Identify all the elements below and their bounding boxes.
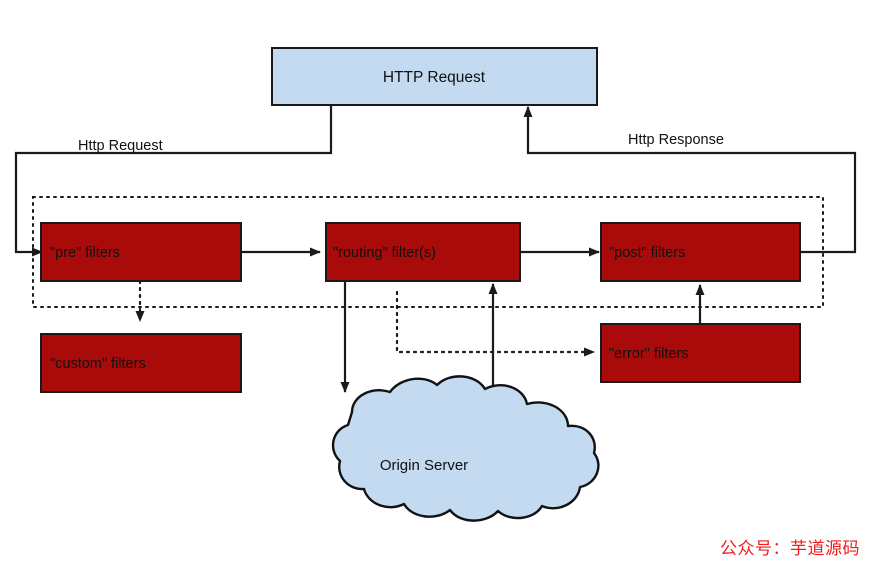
- error-filters-label: "error" filters: [609, 346, 689, 362]
- watermark: 公众号：芋道源码: [720, 539, 860, 558]
- node-pre-filters[interactable]: "pre" filters: [40, 222, 242, 282]
- custom-filters-label: "custom" filters: [50, 356, 146, 372]
- node-error-filters[interactable]: "error" filters: [600, 323, 801, 383]
- pre-filters-box[interactable]: [40, 222, 242, 282]
- routing-filters-box[interactable]: [325, 222, 521, 282]
- node-origin-server[interactable]: Origin Server: [331, 375, 600, 522]
- node-routing-filters[interactable]: "routing" filter(s): [325, 222, 521, 282]
- edge-post-to-http-response: [523, 106, 857, 254]
- node-post-filters[interactable]: "post" filters: [600, 222, 801, 282]
- error-filters-box[interactable]: [600, 323, 801, 383]
- post-filters-label: "post" filters: [609, 245, 685, 261]
- origin-server-label: Origin Server: [380, 457, 468, 474]
- custom-filters-box[interactable]: [40, 333, 242, 393]
- node-http-request[interactable]: HTTP Request: [271, 47, 598, 106]
- node-custom-filters[interactable]: "custom" filters: [40, 333, 242, 393]
- routing-filters-label: "routing" filter(s): [333, 245, 436, 261]
- edge-routing-to-error: [395, 290, 596, 357]
- http-request-box[interactable]: [271, 47, 598, 106]
- edge-http-request-to-pre: [14, 105, 333, 257]
- post-filters-box[interactable]: [600, 222, 801, 282]
- edge-label-http-request: Http Request: [78, 138, 163, 154]
- pre-filters-label: "pre" filters: [50, 245, 120, 261]
- edge-label-http-response: Http Response: [628, 132, 724, 148]
- http-request-label: HTTP Request: [383, 69, 486, 86]
